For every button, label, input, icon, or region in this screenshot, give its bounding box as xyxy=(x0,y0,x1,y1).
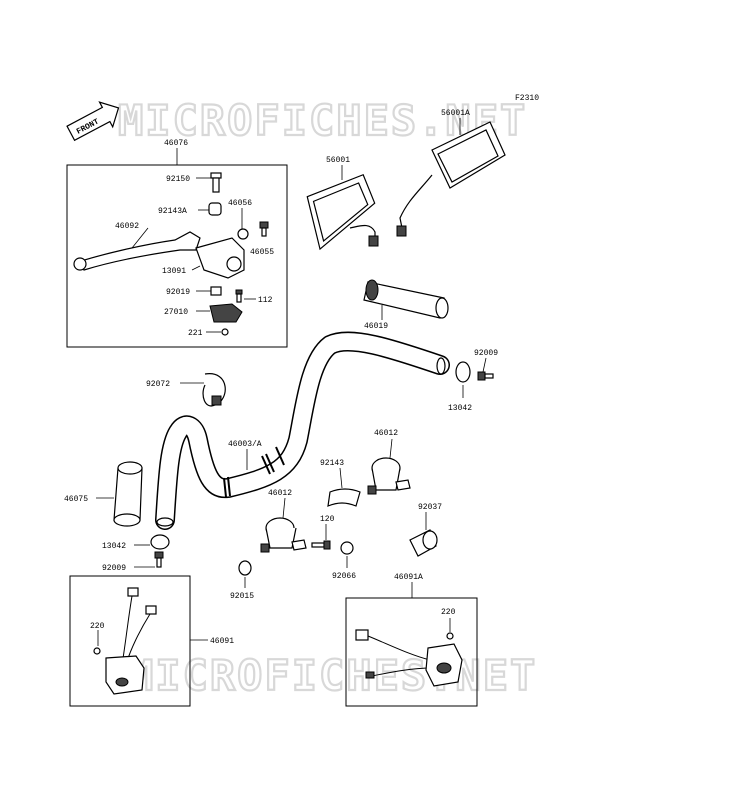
callout-92015: 92015 xyxy=(230,592,254,601)
figure-code: F2310 xyxy=(515,94,539,103)
cap-92066 xyxy=(340,541,354,555)
weight-13042-top xyxy=(455,361,471,383)
callout-27010: 27010 xyxy=(164,308,188,317)
callout-120: 120 xyxy=(320,515,335,524)
callout-112: 112 xyxy=(258,296,273,305)
switch-46091A xyxy=(355,629,463,687)
mirror-56001A xyxy=(396,121,506,237)
callout-46003A: 46003/A xyxy=(228,440,262,449)
screw-92009-top xyxy=(477,371,494,381)
collar-92143 xyxy=(327,488,361,507)
callout-92150: 92150 xyxy=(166,175,190,184)
switch-box-46091A xyxy=(345,597,478,707)
callout-13042-bottom: 13042 xyxy=(102,542,126,551)
screw-120 xyxy=(311,540,331,550)
clamp-27010 xyxy=(209,303,243,323)
callout-46075: 46075 xyxy=(64,495,88,504)
callout-92019: 92019 xyxy=(166,288,190,297)
callout-92009-top: 92009 xyxy=(474,349,498,358)
watermark-bottom: MICROFICHES.NET xyxy=(128,651,537,700)
front-arrow-icon: FRONT xyxy=(66,101,120,142)
switch-box-46091 xyxy=(69,575,191,707)
screw-221 xyxy=(221,328,229,336)
throttle-grip-46019 xyxy=(363,279,449,319)
cable-tie-92072 xyxy=(202,373,226,407)
weight-13042-bottom xyxy=(150,534,170,550)
callout-13042-top: 13042 xyxy=(448,404,472,413)
grip-46075 xyxy=(113,461,143,527)
callout-46019: 46019 xyxy=(364,322,388,331)
callout-92072: 92072 xyxy=(146,380,170,389)
grommet-92015 xyxy=(238,560,252,576)
callout-92143A: 92143A xyxy=(158,207,187,216)
callout-46092: 46092 xyxy=(115,222,139,231)
brake-lever-46092 xyxy=(73,231,201,271)
callout-92009-bottom: 92009 xyxy=(102,564,126,573)
callout-46056: 46056 xyxy=(228,199,252,208)
washer-46056 xyxy=(237,228,249,240)
callout-46091A: 46091A xyxy=(394,573,423,582)
callout-46091: 46091 xyxy=(210,637,234,646)
screw-46055 xyxy=(259,221,269,237)
housing-46012-mid xyxy=(260,517,307,553)
callout-92066: 92066 xyxy=(332,572,356,581)
screw-92009-bottom xyxy=(154,551,164,568)
callout-46076: 46076 xyxy=(164,139,188,148)
collar-92143A xyxy=(208,202,222,216)
callout-46012-top: 46012 xyxy=(374,429,398,438)
callout-13091: 13091 xyxy=(162,267,186,276)
bolt-92150 xyxy=(210,172,222,193)
callout-220-right: 220 xyxy=(441,608,456,617)
mirror-56001 xyxy=(306,173,379,251)
callout-56001A: 56001A xyxy=(441,109,470,118)
nut-92019 xyxy=(210,286,222,296)
callout-46012-mid: 46012 xyxy=(268,489,292,498)
callout-46055: 46055 xyxy=(250,248,274,257)
switch-46091 xyxy=(93,587,157,695)
bracket-13091 xyxy=(195,237,245,279)
handlebar-46003A xyxy=(155,331,450,530)
callout-92037: 92037 xyxy=(418,503,442,512)
callout-220-left: 220 xyxy=(90,622,105,631)
callout-221: 221 xyxy=(188,329,203,338)
clamp-92037 xyxy=(409,529,438,557)
screw-112 xyxy=(235,289,243,303)
housing-46012-top xyxy=(367,457,411,495)
callout-56001: 56001 xyxy=(326,156,350,165)
callout-92143: 92143 xyxy=(320,459,344,468)
